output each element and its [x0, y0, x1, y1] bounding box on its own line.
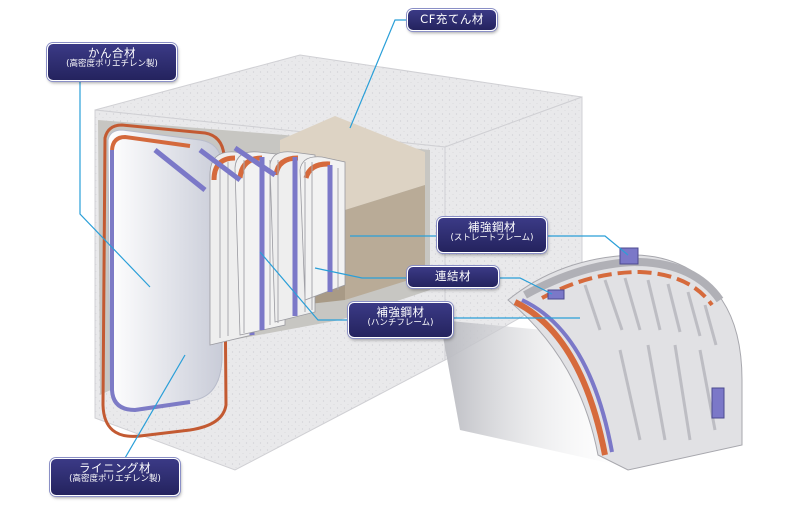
- label-steel-straight-main: 補強鋼材: [468, 220, 516, 234]
- culvert-interior: [98, 116, 430, 438]
- label-steel-haunch-main: 補強鋼材: [376, 305, 425, 319]
- straight-frame-top: [153, 145, 277, 192]
- leader-cf-fill: [349, 19, 407, 129]
- rib-fins: [219, 160, 339, 338]
- label-can-joint-sub: (高密度ポリエチレン製): [66, 59, 158, 70]
- leader-connector-detail: [498, 277, 553, 295]
- leader-steel-haunch: [259, 251, 348, 321]
- label-lining-sub: (高密度ポリエチレン製): [69, 474, 161, 485]
- label-steel-haunch: 補強鋼材 (ハンチフレーム): [348, 302, 453, 338]
- leader-lines: [79, 19, 629, 459]
- lining-opening: [101, 123, 228, 438]
- label-connector: 連結材: [407, 266, 499, 288]
- label-lining: ライニング材 (高密度ポリエチレン製): [50, 458, 180, 496]
- detail-ribs: [583, 277, 718, 441]
- label-can-joint-main: かん合材: [88, 46, 136, 60]
- detail-enlargement: [440, 247, 743, 471]
- label-connector-main: 連結材: [435, 269, 471, 283]
- label-can-joint: かん合材 (高密度ポリエチレン製): [47, 43, 177, 81]
- label-steel-straight-sub: (ストレートフレーム): [450, 233, 534, 244]
- label-lining-main: ライニング材: [79, 461, 151, 475]
- label-steel-straight: 補強鋼材 (ストレートフレーム): [437, 217, 547, 253]
- label-steel-haunch-sub: (ハンチフレーム): [367, 318, 434, 329]
- leader-can-joint: [79, 80, 151, 288]
- label-cf-fill: CF充てん材: [407, 9, 497, 31]
- leader-steel-straight-detail: [546, 235, 629, 256]
- label-cf-fill-main: CF充てん材: [420, 12, 484, 26]
- leader-lining: [124, 354, 186, 459]
- leader-connector: [314, 267, 407, 279]
